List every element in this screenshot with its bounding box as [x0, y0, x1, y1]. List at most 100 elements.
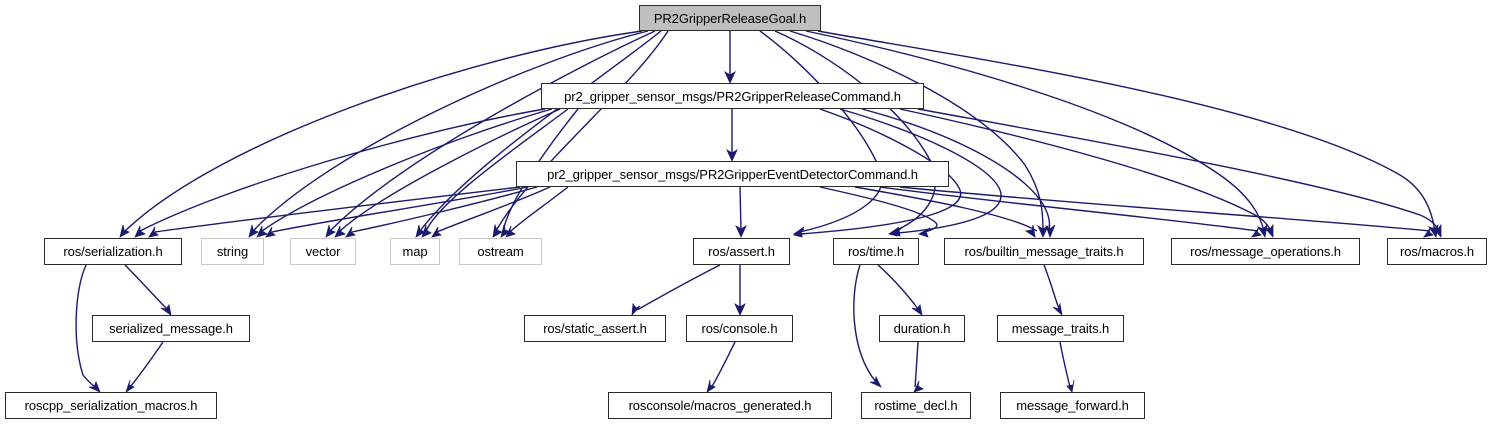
graph-node-label: roscpp_serialization_macros.h [24, 398, 198, 413]
arrowhead-icon [1024, 224, 1036, 238]
edge-release_cmd-to-assert [792, 108, 962, 238]
arrowhead-icon [913, 380, 924, 393]
graph-node-label: ostream [477, 244, 524, 259]
edge-event_cmd-to-ostream [505, 186, 569, 238]
edge-serialization-to-roscpp_ser_macros [75, 264, 101, 393]
edge-root-to-vector [325, 30, 656, 238]
edge-time-to-rostime_decl [853, 264, 882, 388]
arrowhead-icon [134, 225, 146, 238]
graph-node-root[interactable]: PR2GripperReleaseGoal.h [639, 5, 821, 31]
graph-node-rostime_decl[interactable]: rostime_decl.h [861, 392, 971, 419]
arrowhead-icon [891, 226, 903, 237]
edge-event_cmd-to-macros [899, 186, 1434, 238]
graph-node-label: ros/time.h [847, 244, 905, 259]
edge-assert-to-static_assert [631, 264, 721, 317]
graph-node-label: ros/message_operations.h [1190, 244, 1341, 259]
arrowhead-icon [334, 225, 346, 238]
edge-event_cmd-to-string [265, 186, 529, 238]
graph-node-string[interactable]: string [201, 238, 264, 265]
graph-node-macros[interactable]: ros/macros.h [1387, 238, 1487, 265]
arrowhead-icon [256, 225, 268, 238]
arrowhead-icon [492, 223, 503, 238]
edge-event_cmd-to-builtin_traits [854, 186, 1038, 238]
edge-release_cmd-to-event_cmd [726, 109, 738, 162]
arrowhead-icon [869, 375, 882, 388]
graph-node-serialization[interactable]: ros/serialization.h [44, 238, 182, 265]
edge-root-to-builtin_traits [789, 30, 1049, 238]
graph-node-duration[interactable]: duration.h [879, 315, 965, 342]
arrowhead-icon [148, 226, 159, 238]
arrowhead-icon [248, 224, 259, 238]
graph-node-roscpp_ser_macros[interactable]: roscpp_serialization_macros.h [5, 392, 217, 419]
graph-node-serialized_msg[interactable]: serialized_message.h [92, 315, 250, 342]
graph-node-label: pr2_gripper_sensor_msgs/PR2GripperReleas… [564, 88, 901, 104]
edge-message_traits-to-message_forward [1059, 341, 1075, 393]
arrowhead-icon [431, 226, 442, 238]
arrowhead-icon [160, 304, 172, 316]
arrowhead-icon [1431, 223, 1442, 239]
edge-event_cmd-to-assert [735, 186, 747, 238]
arrowhead-icon [421, 224, 432, 238]
arrowhead-icon [792, 228, 805, 238]
graph-node-label: ros/assert.h [708, 244, 775, 259]
arrowhead-icon [1066, 379, 1075, 393]
edges-layer [75, 30, 1442, 393]
edge-event_cmd-to-map [431, 186, 551, 238]
graph-node-message_forward[interactable]: message_forward.h [1000, 392, 1145, 419]
edge-release_cmd-to-message_ops [899, 108, 1274, 239]
arrowhead-icon [724, 70, 736, 84]
edge-root-to-string [248, 30, 649, 238]
graph-node-label: duration.h [893, 321, 951, 336]
graph-node-label: rosconsole/macros_generated.h [628, 398, 812, 413]
graph-node-macros_generated[interactable]: rosconsole/macros_generated.h [608, 392, 832, 419]
graph-node-vector[interactable]: vector [290, 238, 356, 265]
graph-node-message_traits[interactable]: message_traits.h [997, 315, 1124, 342]
edge-event_cmd-to-time [819, 186, 938, 238]
arrowhead-icon [735, 224, 747, 238]
arrowhead-icon [734, 302, 746, 316]
graph-node-time[interactable]: ros/time.h [833, 238, 919, 265]
graph-node-label: message_traits.h [1011, 321, 1110, 336]
graph-node-release_cmd[interactable]: pr2_gripper_sensor_msgs/PR2GripperReleas… [541, 83, 924, 109]
graph-node-console[interactable]: ros/console.h [686, 315, 793, 342]
arrowhead-icon [345, 226, 356, 238]
arrowhead-icon [1251, 226, 1262, 238]
arrowhead-icon [505, 225, 516, 238]
edge-time-to-duration [877, 264, 923, 316]
edge-event_cmd-to-message_ops [879, 186, 1262, 238]
graph-node-label: ros/serialization.h [63, 244, 163, 259]
graph-node-assert[interactable]: ros/assert.h [693, 238, 790, 265]
edge-assert-to-console [734, 265, 746, 316]
edge-duration-to-rostime_decl [913, 341, 924, 393]
graph-node-ostream[interactable]: ostream [459, 238, 542, 265]
graph-node-static_assert[interactable]: ros/static_assert.h [524, 315, 666, 342]
graph-node-label: ros/macros.h [1400, 244, 1474, 259]
graph-node-label: serialized_message.h [109, 321, 233, 336]
graph-node-label: string [216, 244, 249, 259]
arrowhead-icon [119, 224, 130, 238]
graph-node-label: ros/builtin_message_traits.h [964, 244, 1124, 259]
arrowhead-icon [1037, 224, 1049, 238]
edge-release_cmd-to-builtin_traits [861, 108, 1056, 239]
graph-node-label: map [402, 244, 428, 259]
arrowhead-icon [726, 148, 738, 162]
edge-event_cmd-to-vector [345, 186, 538, 238]
arrowhead-icon [265, 226, 276, 238]
edge-release_cmd-to-macros [917, 108, 1442, 239]
edge-release_cmd-to-time [839, 108, 1002, 237]
graph-node-message_ops[interactable]: ros/message_operations.h [1171, 238, 1360, 265]
graph-node-builtin_traits[interactable]: ros/builtin_message_traits.h [944, 238, 1144, 265]
edge-root-to-release_cmd [724, 31, 736, 84]
edge-root-to-assert [759, 30, 883, 237]
graph-node-event_cmd[interactable]: pr2_gripper_sensor_msgs/PR2GripperEventD… [516, 161, 949, 187]
arrowhead-icon [500, 224, 511, 238]
edge-event_cmd-to-serialization [148, 186, 521, 238]
graph-node-label: vector [305, 244, 341, 259]
graph-node-map[interactable]: map [390, 238, 440, 265]
arrowhead-icon [415, 224, 426, 238]
edge-serialization-to-serialized_msg [124, 264, 172, 316]
graph-node-label: PR2GripperReleaseGoal.h [653, 10, 807, 26]
arrowhead-icon [1423, 226, 1434, 238]
graph-node-label: rostime_decl.h [874, 398, 958, 413]
